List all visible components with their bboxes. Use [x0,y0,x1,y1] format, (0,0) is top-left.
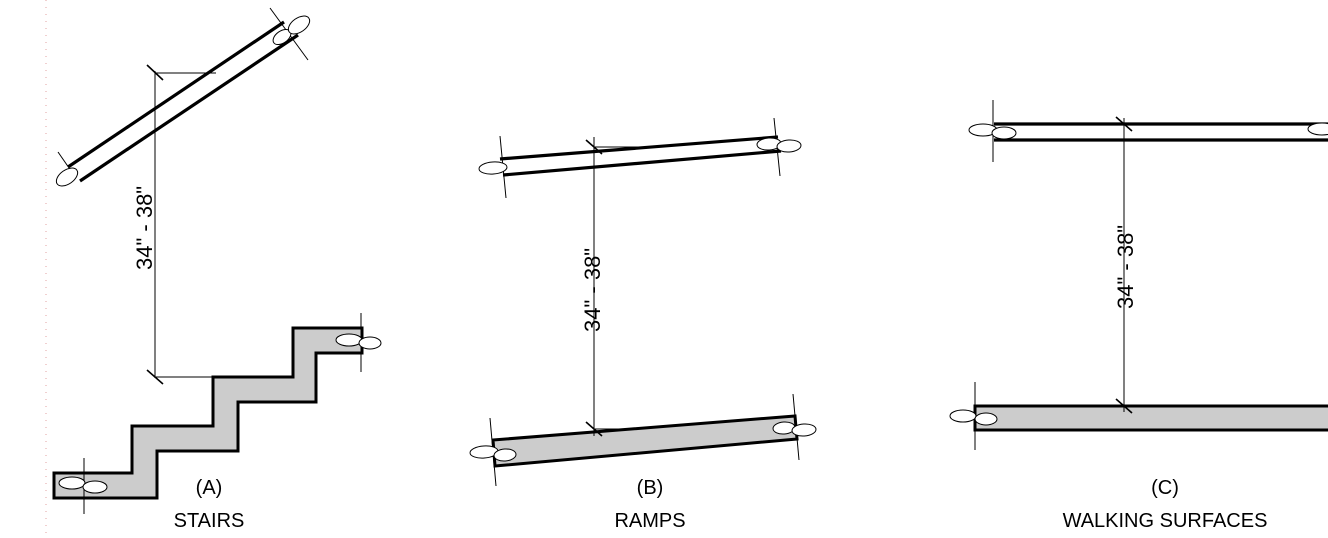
stairs-dimension-label: 34" - 38" [132,186,157,270]
stairs-caption: STAIRS [174,510,245,532]
panel-stairs: 34" - 38" (A) STAIRS [52,7,382,532]
walking-handrail [968,100,1328,162]
ramps-dimension-label: 34" - 38" [580,248,605,332]
ramps-handrail [478,117,802,199]
ramps-letter: (B) [637,477,664,499]
walking-height-dimension [1115,116,1133,414]
ramps-caption: RAMPS [614,510,685,532]
walking-dimension-label: 34" - 38" [1113,225,1138,309]
stairs-profile [52,313,382,514]
ramp-surface [469,393,817,487]
stairs-letter: (A) [196,477,223,499]
stairs-handrail [55,7,311,187]
stairs-height-dimension [146,64,216,385]
ramps-height-dimension [585,137,640,437]
walking-surface [949,382,1328,450]
panel-ramps: 34" - 38" (B) RAMPS [469,117,817,532]
walking-letter: (C) [1151,477,1179,499]
walking-caption: WALKING SURFACES [1063,510,1268,532]
panel-walking-surfaces: 34" - 38" (C) WALKING SURFACES [949,100,1328,532]
